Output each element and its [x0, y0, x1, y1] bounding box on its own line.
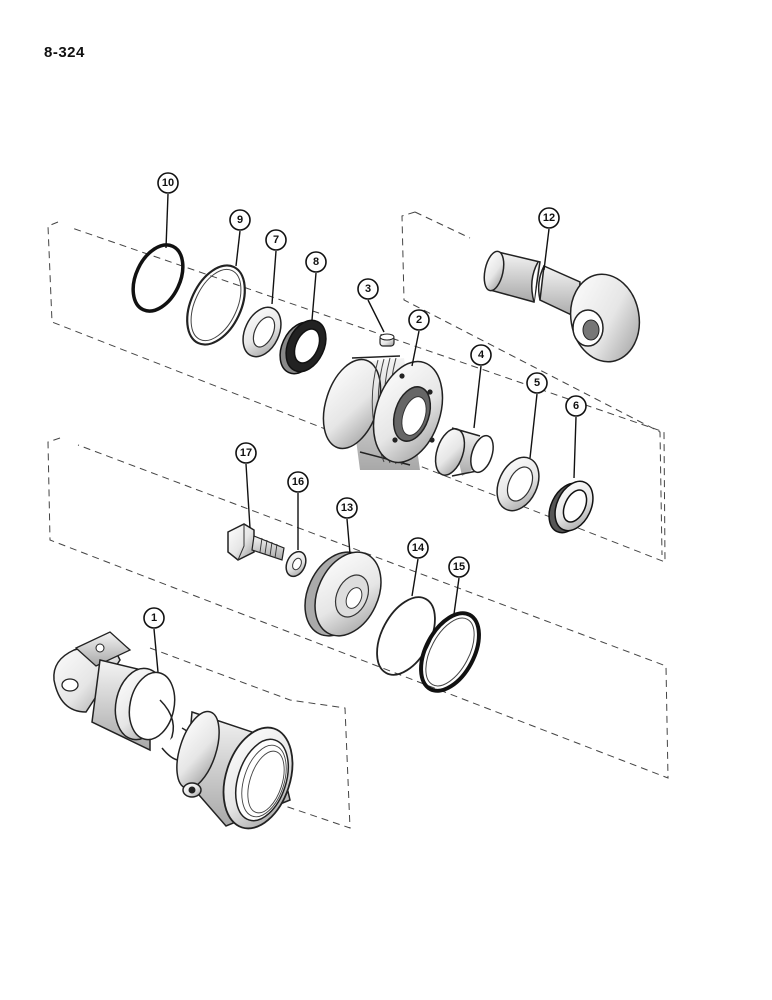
svg-text:2: 2	[416, 314, 422, 326]
callouts: 10 9 7 8 3 2 4 5 6 12 17 16 13 14 15 1	[143, 172, 587, 629]
svg-text:9: 9	[237, 214, 243, 226]
rod-group-boundary	[401, 211, 663, 556]
washer-part-16	[285, 550, 307, 578]
svg-text:4: 4	[478, 349, 485, 361]
svg-text:6: 6	[573, 400, 579, 412]
barrel-group-boundary	[149, 647, 351, 829]
seal-part-8	[279, 319, 327, 375]
svg-text:1: 1	[151, 612, 157, 624]
callout-9: 9	[229, 209, 251, 231]
svg-text:14: 14	[412, 542, 425, 554]
callout-17: 17	[235, 442, 257, 464]
callout-5: 5	[526, 372, 548, 394]
svg-text:8: 8	[313, 256, 319, 268]
callout-8: 8	[305, 251, 327, 273]
wiper-ring-part-7	[242, 306, 282, 358]
wiper-part-5	[496, 456, 540, 512]
rod-seal-part-6	[548, 480, 594, 534]
callout-16: 16	[287, 471, 309, 493]
backup-ring-part-9	[186, 264, 246, 346]
svg-text:13: 13	[341, 502, 353, 514]
callout-4: 4	[470, 344, 492, 366]
callout-15: 15	[448, 556, 470, 578]
bolt-part-17	[227, 523, 285, 561]
piston-part-13	[304, 551, 382, 637]
callout-3: 3	[357, 278, 379, 300]
callout-10: 10	[157, 172, 179, 194]
svg-text:12: 12	[543, 212, 555, 224]
svg-text:3: 3	[365, 283, 371, 295]
barrel-part-1	[53, 631, 294, 830]
bushing-part-4	[434, 427, 494, 477]
page-number: 8-324	[44, 44, 85, 61]
callout-1: 1	[143, 607, 165, 629]
gland-part-2	[322, 355, 444, 470]
svg-text:5: 5	[534, 377, 540, 389]
svg-text:15: 15	[453, 561, 465, 573]
callout-13: 13	[336, 497, 358, 519]
callout-7: 7	[265, 229, 287, 251]
callout-14: 14	[407, 537, 429, 559]
svg-text:7: 7	[273, 234, 279, 246]
svg-text:10: 10	[162, 177, 174, 189]
plug-part-3	[379, 333, 395, 347]
leader-lines	[153, 193, 577, 673]
callout-6: 6	[565, 395, 587, 417]
svg-text:17: 17	[240, 447, 252, 459]
callout-12: 12	[538, 207, 560, 229]
callout-2: 2	[408, 309, 430, 331]
o-ring-part-10	[131, 243, 185, 313]
svg-text:16: 16	[292, 476, 304, 488]
piston-group-boundary	[47, 437, 669, 779]
seal-ring-part-15	[419, 611, 481, 693]
rod-part-12	[483, 250, 641, 363]
